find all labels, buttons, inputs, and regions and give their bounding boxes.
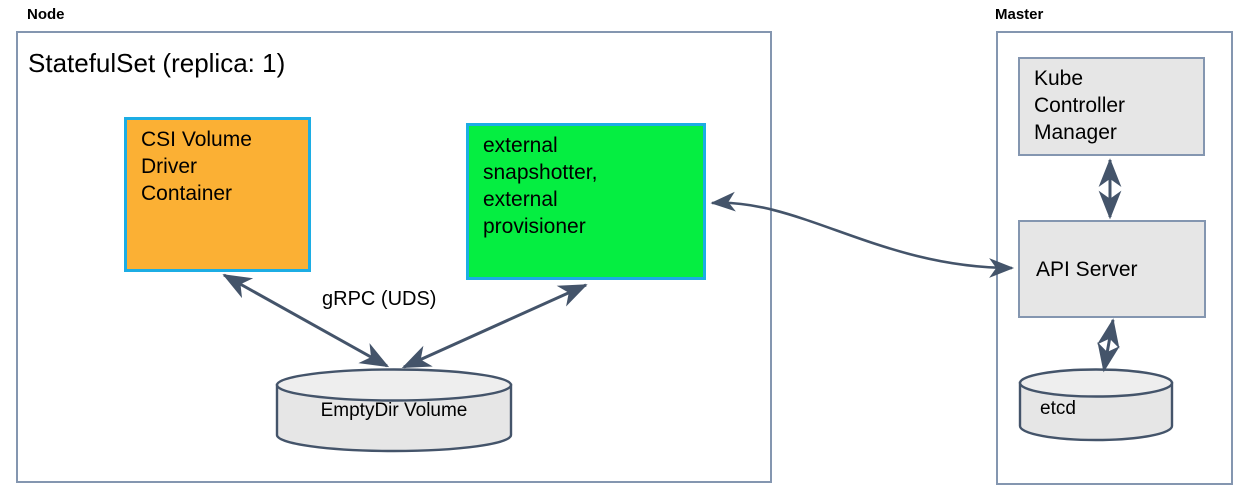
etcd-shape xyxy=(1018,368,1174,442)
emptydir-volume-shape xyxy=(275,368,513,453)
csi-volume-driver-container-box[interactable]: CSI Volume Driver Container xyxy=(124,117,311,272)
etcd-cylinder[interactable]: etcd xyxy=(1018,368,1174,442)
api-server-box[interactable]: API Server xyxy=(1018,220,1206,318)
statefulset-title: StatefulSet (replica: 1) xyxy=(28,48,286,78)
emptydir-volume-cylinder[interactable]: EmptyDir Volume xyxy=(275,368,513,453)
grpc-uds-edge-label: gRPC (UDS) xyxy=(322,288,437,310)
master-group-label: Master xyxy=(995,6,1044,23)
kube-controller-manager-box[interactable]: Kube Controller Manager xyxy=(1018,57,1205,156)
emptydir-volume-label: EmptyDir Volume xyxy=(320,400,468,421)
node-group-label: Node xyxy=(27,6,65,23)
external-snapshotter-provisioner-box[interactable]: external snapshotter, external provision… xyxy=(466,123,706,280)
etcd-label: etcd xyxy=(1040,398,1076,419)
